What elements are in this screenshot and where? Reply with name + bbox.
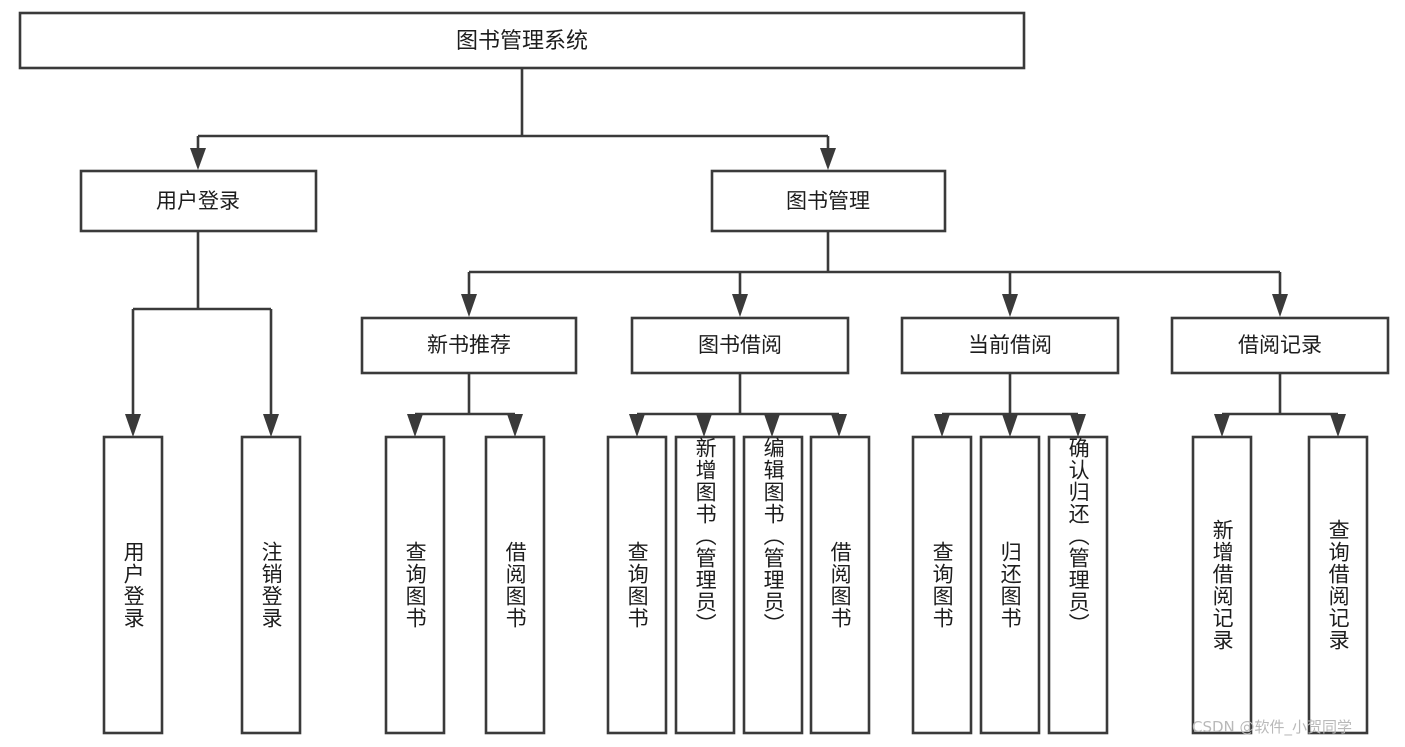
new-book-recommend-box[interactable] bbox=[360, 316, 578, 375]
leaf-box-borrow-book-recommend[interactable] bbox=[484, 435, 546, 735]
connector-root-to-level2 bbox=[190, 68, 836, 170]
arrow-head-icon bbox=[1002, 294, 1018, 317]
borrow-record-label: 借阅记录 bbox=[1238, 333, 1322, 357]
leaf-box-query-book-borrow[interactable] bbox=[606, 435, 668, 735]
arrow-head-icon bbox=[190, 148, 206, 170]
leaf-box-user-login[interactable] bbox=[102, 435, 164, 735]
arrow-head-icon bbox=[764, 414, 780, 437]
arrow-head-icon bbox=[1214, 414, 1230, 437]
node-new-book-recommend[interactable]: 新书推荐 bbox=[360, 316, 578, 375]
new-book-recommend-label: 新书推荐 bbox=[427, 333, 511, 357]
book-management-label: 图书管理 bbox=[786, 189, 870, 213]
current-borrow-box[interactable] bbox=[900, 316, 1120, 375]
book-borrow-label: 图书借阅 bbox=[698, 333, 782, 357]
arrow-head-icon bbox=[934, 414, 950, 437]
connector-new-book-recommend-to-leaves bbox=[407, 373, 523, 437]
node-user-login[interactable]: 用户登录 bbox=[79, 169, 318, 233]
arrow-head-icon bbox=[1330, 414, 1346, 437]
leaf-box-query-borrow-record[interactable] bbox=[1307, 435, 1369, 735]
connector-book-management-to-level3 bbox=[461, 231, 1288, 317]
watermark-text: CSDN @软件_小贺同学 bbox=[1192, 718, 1353, 736]
leaf-box-confirm-return-admin[interactable] bbox=[1047, 435, 1109, 735]
arrow-head-icon bbox=[461, 294, 477, 317]
leaf-box-logout[interactable] bbox=[240, 435, 302, 735]
arrow-head-icon bbox=[732, 294, 748, 317]
connector-book-borrow-to-leaves bbox=[629, 373, 847, 437]
root-label: 图书管理系统 bbox=[456, 29, 588, 54]
arrow-head-icon bbox=[820, 148, 836, 170]
arrow-head-icon bbox=[407, 414, 423, 437]
current-borrow-label: 当前借阅 bbox=[968, 333, 1052, 357]
node-borrow-record[interactable]: 借阅记录 bbox=[1170, 316, 1390, 375]
node-current-borrow[interactable]: 当前借阅 bbox=[900, 316, 1120, 375]
connector-user-login-to-leaves bbox=[125, 231, 279, 437]
arrow-head-icon bbox=[696, 414, 712, 437]
leaf-box-query-book-recommend[interactable] bbox=[384, 435, 446, 735]
node-book-borrow[interactable]: 图书借阅 bbox=[630, 316, 850, 375]
user-login-label: 用户登录 bbox=[156, 189, 240, 213]
leaf-box-borrow-book[interactable] bbox=[809, 435, 871, 735]
arrow-head-icon bbox=[831, 414, 847, 437]
user-login-box[interactable] bbox=[79, 169, 318, 233]
arrow-head-icon bbox=[1002, 414, 1018, 437]
leaf-box-return-book[interactable] bbox=[979, 435, 1041, 735]
arrow-head-icon bbox=[507, 414, 523, 437]
arrow-head-icon bbox=[125, 414, 141, 437]
root-box[interactable] bbox=[18, 11, 1026, 70]
leaf-box-query-book-current[interactable] bbox=[911, 435, 973, 735]
leaf-box-edit-book-admin[interactable] bbox=[742, 435, 804, 735]
arrow-head-icon bbox=[1070, 414, 1086, 437]
arrow-head-icon bbox=[1272, 294, 1288, 317]
node-book-management[interactable]: 图书管理 bbox=[710, 169, 947, 233]
arrow-head-icon bbox=[263, 414, 279, 437]
leaf-box-add-book-admin[interactable] bbox=[674, 435, 736, 735]
connector-borrow-record-to-leaves bbox=[1214, 373, 1346, 437]
connector-current-borrow-to-leaves bbox=[934, 373, 1086, 437]
arrow-head-icon bbox=[629, 414, 645, 437]
leaf-box-add-borrow-record[interactable] bbox=[1191, 435, 1253, 735]
node-root[interactable]: 图书管理系统 bbox=[18, 11, 1026, 70]
